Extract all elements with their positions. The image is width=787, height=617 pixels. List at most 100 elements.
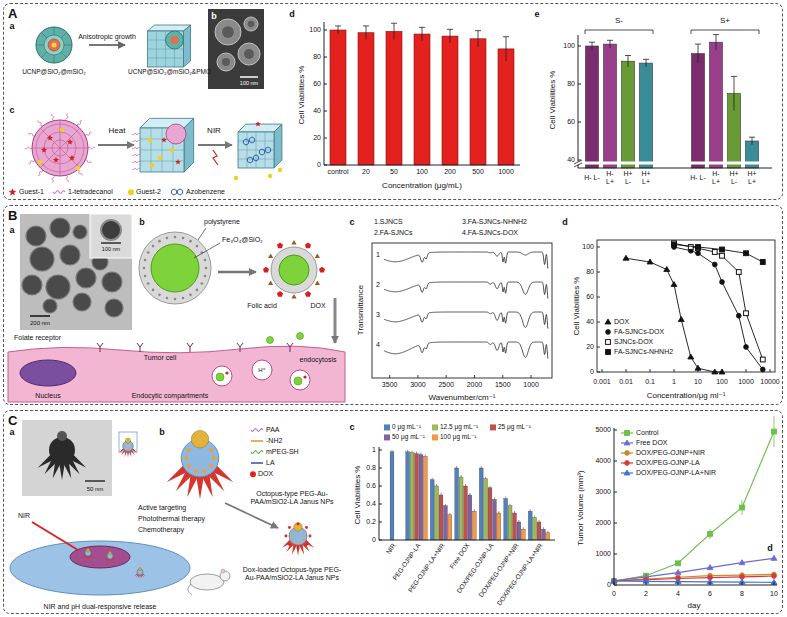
peg-dot <box>187 448 191 452</box>
legend-label: 100 μg mL⁻¹ <box>440 433 476 440</box>
legend-swatch <box>490 424 496 430</box>
guest-star <box>175 159 181 164</box>
peg-dot <box>299 541 301 543</box>
folate-receptor <box>290 347 291 352</box>
tick-label: 10 <box>694 378 702 386</box>
data-marker <box>736 313 741 318</box>
legend-sample <box>604 338 612 346</box>
surface-group <box>166 237 169 240</box>
data-marker <box>695 365 701 370</box>
legend-sample <box>250 459 264 467</box>
plot-frame <box>597 240 775 372</box>
legend-entry: -NH2 <box>250 437 282 445</box>
bar <box>430 480 434 540</box>
particle <box>297 333 304 340</box>
tetradecanol-strand <box>132 147 140 149</box>
peg-dot <box>202 469 206 473</box>
folate-receptor <box>190 343 193 347</box>
tick-label: 0.1 <box>645 378 655 386</box>
error-bar <box>449 513 450 515</box>
error-bar <box>425 454 426 456</box>
nanoparticle <box>60 245 80 265</box>
legend-entry: SJNCs-DOX <box>604 338 653 346</box>
break-mark <box>574 163 582 167</box>
panel-letter: B <box>4 208 21 224</box>
ucnp-core <box>171 36 179 44</box>
surface-group <box>174 298 177 301</box>
scale-bar <box>101 242 121 243</box>
folate-receptor <box>97 343 100 347</box>
data-marker <box>712 262 717 267</box>
tick <box>742 582 743 585</box>
legend-label: 50 μg mL⁻¹ <box>392 433 425 440</box>
bar <box>410 453 414 540</box>
legend-swatch <box>432 434 438 440</box>
tick <box>379 468 382 469</box>
nanoparticle <box>238 43 260 65</box>
guest-dot <box>150 163 154 167</box>
tick-label: 0 <box>317 161 321 169</box>
legend-sample <box>604 318 612 326</box>
surface-group <box>182 237 185 240</box>
data-line <box>614 576 774 581</box>
ftir-spectrum <box>384 342 548 359</box>
legend-label: 25 μg mL⁻¹ <box>498 423 531 430</box>
mesh-line <box>41 32 47 38</box>
category-label: NIR <box>385 542 398 555</box>
folate-receptor <box>140 343 143 347</box>
component-label: Endocytic compartments <box>132 392 209 400</box>
tick-label: 1500 <box>495 381 511 389</box>
error-cap <box>447 29 453 30</box>
axis-title: Transmittance <box>356 285 365 335</box>
line-chart <box>597 240 775 374</box>
data-marker <box>625 461 630 466</box>
bar <box>386 31 402 165</box>
error-bar <box>752 137 753 145</box>
bar <box>415 454 419 540</box>
tick <box>324 165 327 166</box>
mesh-line <box>148 58 184 59</box>
bar-chart <box>379 447 555 540</box>
nanoparticle <box>215 19 241 45</box>
peg-dot <box>212 456 216 460</box>
legend-entry: 12.5 μg mL⁻¹ <box>432 423 478 430</box>
panel-letter: C <box>4 413 21 429</box>
folate-receptor <box>240 343 243 347</box>
peg-dot <box>187 464 191 468</box>
error-bar <box>592 42 593 50</box>
tick-label: 5000 <box>595 426 611 434</box>
peg-dot <box>292 539 294 541</box>
bar-chart <box>324 22 520 165</box>
caption-label: NIR and pH dual-responsive release <box>44 603 157 611</box>
error-cap <box>643 59 649 60</box>
bar <box>533 518 537 541</box>
tick <box>597 247 600 248</box>
legend-entry: DOX/PEG-OJNP+NIR <box>620 449 705 457</box>
tick-label: 2000 <box>467 381 483 389</box>
x-axis <box>614 585 777 586</box>
category-label: H+ L- <box>726 170 742 186</box>
category-label: H+ L+ <box>638 170 654 186</box>
tick-label: 0.6 <box>366 482 376 490</box>
tetradecanol-strand <box>132 161 140 163</box>
peg-dot <box>124 443 125 444</box>
surface-group <box>201 282 204 285</box>
mesh-line <box>32 148 60 149</box>
folate-receptor <box>290 343 293 347</box>
azobenzene <box>249 137 254 143</box>
nanoparticle <box>105 299 123 317</box>
bar <box>358 33 374 165</box>
error-cap <box>363 25 369 26</box>
tentacle <box>202 475 213 498</box>
tick <box>578 84 581 85</box>
tick-label: 0.01 <box>619 378 633 386</box>
legend-sample <box>604 328 612 336</box>
azobenzene <box>265 147 270 153</box>
panel-letter: b <box>159 427 165 437</box>
sphere-core <box>166 124 186 144</box>
tick-label: 0.001 <box>593 378 611 386</box>
legend-sample <box>620 439 634 447</box>
tick-label: 0 <box>590 368 594 376</box>
data-marker <box>712 369 718 374</box>
